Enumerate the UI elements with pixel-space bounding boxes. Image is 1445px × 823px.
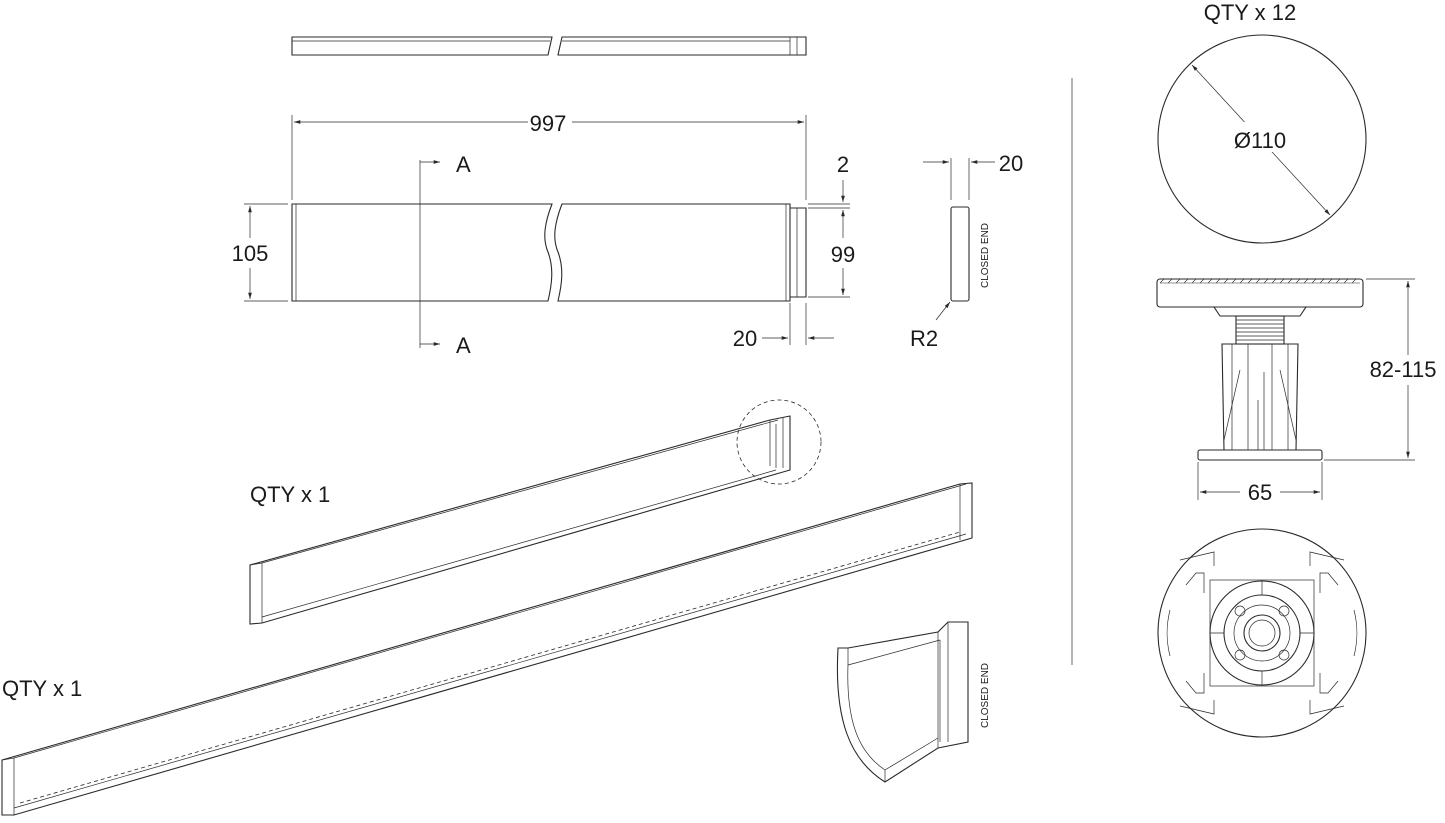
inner-height-label: 99 (831, 242, 855, 267)
closed-end-detail: CLOSED END (836, 621, 991, 783)
dimension-lip: 2 (808, 152, 850, 209)
channel-top-view (291, 36, 807, 56)
section-marker-bottom: A (456, 333, 471, 358)
lip-label: 2 (837, 152, 849, 177)
end-length-label: 20 (733, 326, 757, 351)
length-label: 997 (530, 111, 567, 136)
radius-label: R2 (910, 326, 938, 351)
foot-side-view: 82-115 65 (1156, 278, 1437, 505)
foot-top-view: Ø110 (1157, 34, 1367, 244)
long-channel-qty: QTY x 1 (2, 676, 82, 701)
dimension-end-length: 20 (733, 303, 834, 351)
foot-diameter-label: Ø110 (1234, 128, 1286, 153)
end-cap-section: 20 CLOSED END R2 (910, 151, 1023, 351)
long-channel-isometric (1, 482, 973, 816)
channel-front-view (291, 203, 807, 302)
short-channel-qty: QTY x 1 (250, 482, 330, 507)
dimension-length: 997 (291, 111, 807, 200)
dimension-height: 105 (232, 203, 288, 302)
section-marker-top: A (456, 152, 471, 177)
short-channel-isometric (249, 399, 822, 625)
height-label: 105 (232, 241, 269, 266)
end-cap-thickness-label: 20 (999, 151, 1023, 176)
hatching (1159, 278, 1357, 284)
section-line-a: A A (419, 152, 471, 358)
foot-qty: QTY x 12 (1204, 0, 1297, 25)
foot-base-width-label: 65 (1248, 480, 1272, 505)
dimension-inner-height: 99 (808, 210, 855, 298)
foot-bottom-view (1157, 528, 1367, 738)
detail-closed-end-label: CLOSED END (980, 663, 991, 728)
end-cap-closed-end-label: CLOSED END (980, 223, 991, 288)
foot-height-range-label: 82-115 (1370, 357, 1437, 382)
